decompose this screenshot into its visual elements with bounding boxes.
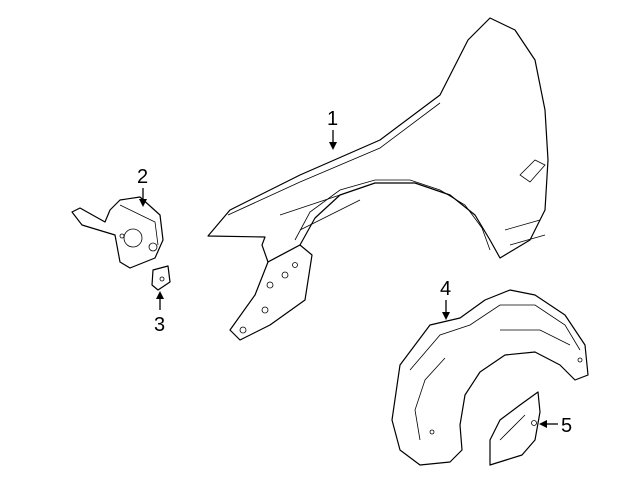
callout-1: 1 bbox=[327, 108, 338, 150]
part-1-fender[interactable] bbox=[207, 17, 549, 341]
part-2-bracket[interactable] bbox=[71, 196, 164, 269]
callout-3: 3 bbox=[154, 291, 165, 336]
part-4-fender-liner[interactable] bbox=[391, 289, 589, 466]
callout-2: 2 bbox=[137, 166, 148, 207]
part-3-clip[interactable] bbox=[151, 265, 171, 291]
svg-text:1: 1 bbox=[327, 108, 338, 130]
callout-5: 5 bbox=[539, 415, 572, 437]
callout-4: 4 bbox=[440, 278, 451, 320]
svg-text:5: 5 bbox=[561, 415, 572, 437]
svg-text:3: 3 bbox=[154, 314, 165, 336]
part-5-splash-shield[interactable] bbox=[489, 391, 541, 466]
svg-text:2: 2 bbox=[137, 166, 148, 188]
svg-text:4: 4 bbox=[440, 278, 451, 300]
